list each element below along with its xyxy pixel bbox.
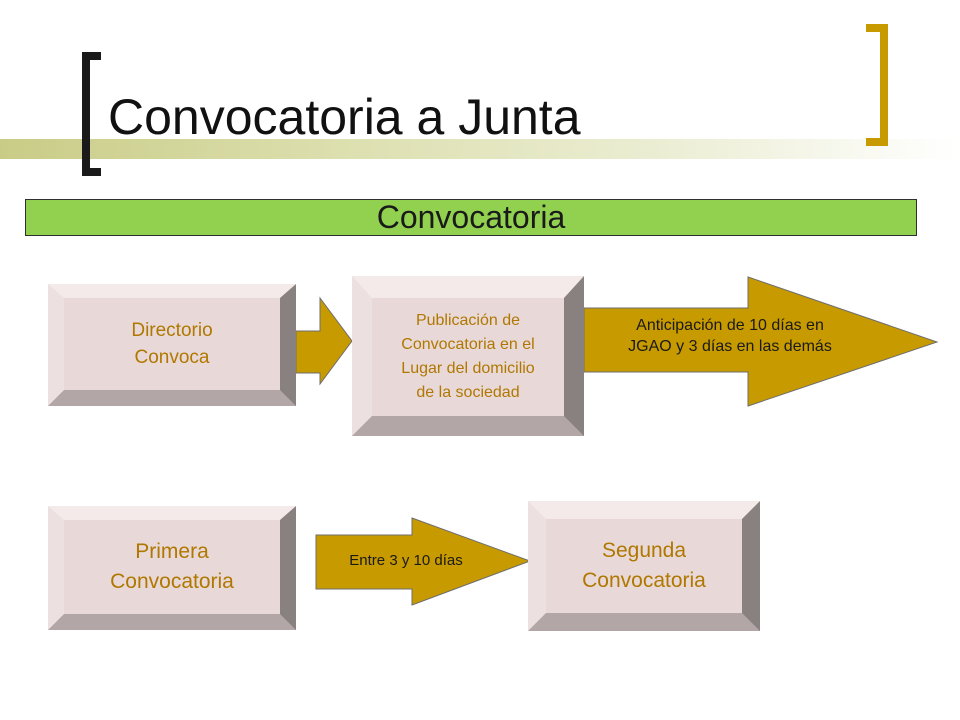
directorio-box: Directorio Convoca bbox=[48, 284, 296, 406]
left-bracket-decoration bbox=[82, 52, 101, 176]
arrow-entre-convocatorias bbox=[315, 517, 532, 606]
primera-convocatoria-box: Primera Convocatoria bbox=[48, 506, 296, 630]
anticipacion-text: Anticipación de 10 días en JGAO y 3 días… bbox=[628, 317, 832, 355]
publicacion-text: Publicación de Convocatoria en el Lugar … bbox=[401, 312, 535, 401]
publicacion-box: Publicación de Convocatoria en el Lugar … bbox=[352, 276, 584, 436]
segunda-convocatoria-box: Segunda Convocatoria bbox=[528, 501, 760, 631]
right-bracket-decoration bbox=[866, 24, 888, 146]
intervalo-text: Entre 3 y 10 días bbox=[349, 552, 463, 569]
directorio-text: Directorio Convoca bbox=[131, 320, 213, 368]
segunda-convocatoria-text: Segunda Convocatoria bbox=[582, 539, 706, 592]
title-underline bbox=[0, 139, 960, 159]
section-banner: Convocatoria bbox=[25, 199, 917, 236]
primera-convocatoria-text: Primera Convocatoria bbox=[110, 540, 234, 593]
slide-title: Convocatoria a Junta bbox=[108, 89, 581, 145]
arrow-anticipacion bbox=[583, 276, 939, 407]
arrow-directorio-to-publicacion bbox=[295, 296, 353, 386]
